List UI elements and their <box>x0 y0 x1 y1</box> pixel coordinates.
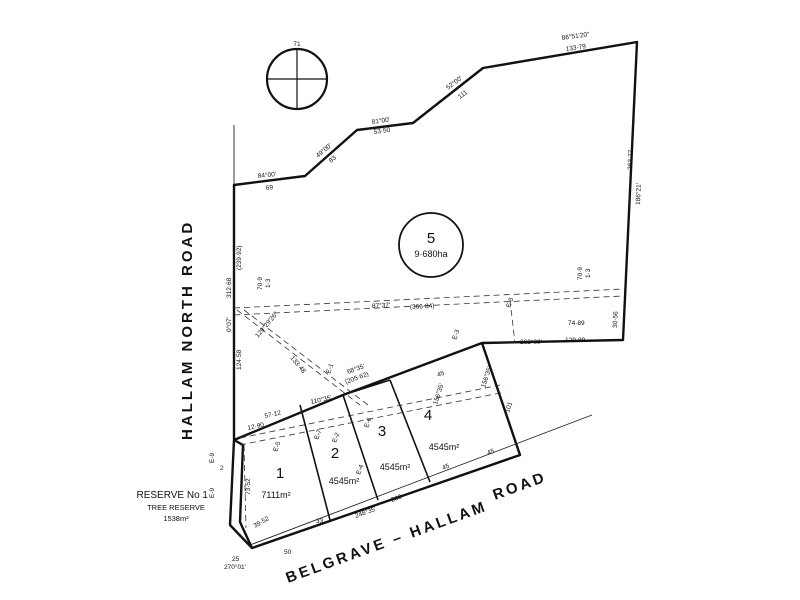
dim-3: 52°00' <box>444 74 463 91</box>
dim-20: 74·89 <box>568 320 585 327</box>
dim-37: 39·52 <box>253 515 271 530</box>
lot-3-area: 4545m² <box>380 462 411 472</box>
dim-17: 186°21' <box>634 183 643 205</box>
dim-48b: 1·3 <box>585 268 592 278</box>
dim-50: E-6 <box>363 416 373 428</box>
dim-36: 33 <box>316 518 324 525</box>
dim-9: 84°00' <box>257 170 276 180</box>
dim-6: 53·50 <box>373 127 391 136</box>
dim-46: E-7 <box>313 428 323 440</box>
road-hallam-north: HALLAM NORTH ROAD <box>179 220 196 440</box>
lot-4-area: 4545m² <box>429 442 460 452</box>
lot-2-number: 2 <box>331 445 339 462</box>
north-arrow-label: 71 <box>293 41 301 48</box>
lot-5-marker <box>398 212 464 278</box>
north-arrow: 71 <box>265 41 329 111</box>
dim-30c: 45 <box>436 370 446 379</box>
easement-line-main <box>233 288 624 309</box>
dim-10: 69 <box>265 184 273 192</box>
dim-47: 70·9 <box>257 277 264 290</box>
dim-38b: E-9 <box>209 488 216 499</box>
dim-42: 133·48 <box>288 355 307 375</box>
dim-26: 12·90 <box>247 422 265 432</box>
lot-2-area: 4545m² <box>329 476 360 486</box>
lot-1-area: 7111m² <box>261 490 290 500</box>
dim-13: 0°07' <box>225 317 233 332</box>
dim-34: 25 <box>232 556 240 563</box>
dim-11: 312·68 <box>226 277 233 298</box>
dim-30b: 45 <box>486 448 496 457</box>
lot-3-number: 3 <box>378 423 386 440</box>
lot-1-number: 1 <box>276 465 284 482</box>
dim-30: 45 <box>441 463 451 472</box>
easement-line-reserve <box>243 444 247 529</box>
dim-22: 129·89 <box>565 337 586 344</box>
lot-division-4-a <box>342 379 391 396</box>
dim-15: 87°37' <box>372 301 391 310</box>
dim-31: 101 <box>504 401 514 414</box>
lot-division-1-2 <box>299 404 331 521</box>
road-belgrave-hallam-suffix: ROAD <box>491 469 550 504</box>
easement-line-diag-b <box>243 309 369 406</box>
dim-27: 57·12 <box>264 410 282 420</box>
reserve-boundary <box>233 438 254 549</box>
dim-21: 262°00' <box>520 338 542 346</box>
dim-39: E-5 <box>272 440 282 452</box>
lot-4-number: 4 <box>424 407 432 424</box>
dim-35: 50 <box>284 549 292 556</box>
dim-45: 156°35' <box>479 365 493 388</box>
road-reserve-line <box>249 414 593 546</box>
dim-45b: 156°35' <box>431 382 445 405</box>
lot-division-2-3 <box>342 394 379 501</box>
dim-4: 111 <box>457 89 469 101</box>
dim-19: 30·56 <box>612 311 620 328</box>
reserve-area: 1538m² <box>163 514 189 523</box>
dim-2: 133·79 <box>565 43 586 53</box>
reserve-subtitle: TREE RESERVE <box>147 503 205 512</box>
dim-48: 1·3 <box>265 278 272 288</box>
dim-49: E-2 <box>331 431 341 443</box>
dim-43: E-1 <box>325 362 335 374</box>
dim-33: 270°01' <box>224 563 246 571</box>
dim-28: 248°35' <box>354 505 377 520</box>
dim-12: (239·92) <box>236 245 243 270</box>
dim-44: E-4 <box>355 463 365 475</box>
dim-51: 2 <box>220 465 224 472</box>
dim-38: E-9 <box>209 453 216 464</box>
dim-32: 73·52 <box>245 478 252 495</box>
dim-1: 86°51'20" <box>561 30 590 42</box>
road-belgrave-hallam: BELGRAVE – HALLAM <box>284 498 490 587</box>
dim-29: 263 <box>390 493 403 503</box>
lot-5-number: 5 <box>427 230 435 247</box>
easement-line-right <box>509 299 516 344</box>
dim-18: 263·77 <box>627 149 635 170</box>
dim-16: (366·84) <box>410 303 435 311</box>
dim-47b: 70·9 <box>577 267 584 280</box>
easement-line-lots-b <box>239 391 506 446</box>
dim-5: 81°00' <box>371 116 390 126</box>
dim-8: 83 <box>328 154 338 164</box>
lot-5-area: 9·680ha <box>414 249 447 259</box>
easement-line-diag-a <box>236 309 361 406</box>
lot-division-3-4 <box>389 379 431 483</box>
easement-line-lots <box>239 384 501 439</box>
easement-line-main-b <box>233 295 624 316</box>
dim-14: 124·58 <box>236 349 243 370</box>
dim-40: E-3 <box>451 328 461 340</box>
dim-40b: E-3 <box>505 296 515 308</box>
reserve-title: RESERVE No 1 <box>136 490 208 501</box>
lot-5-boundary <box>232 40 639 442</box>
